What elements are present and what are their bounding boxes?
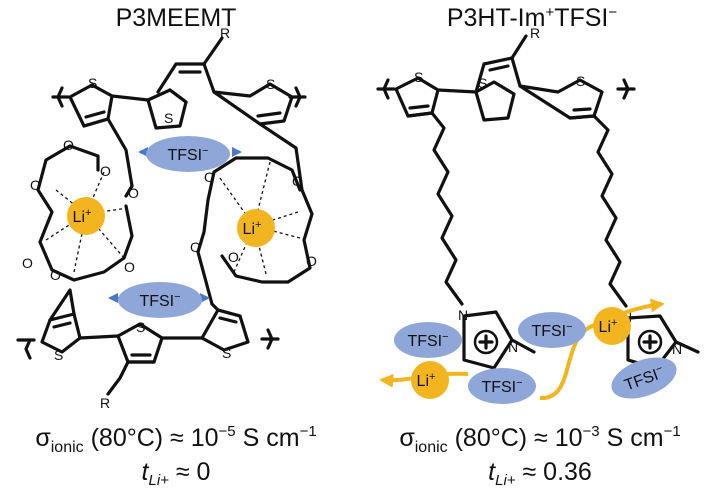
right-tfsi-2: TFSI− xyxy=(518,312,586,348)
svg-text:TFSI−: TFSI− xyxy=(531,321,572,340)
right-tfsi-3: TFSI− xyxy=(468,368,536,404)
right-imidazolium-2 xyxy=(626,314,700,370)
left-tfsi-bottom: TFSI− xyxy=(108,282,210,318)
oxygen-atom: O xyxy=(292,173,303,189)
svg-text:TFSI−: TFSI− xyxy=(139,291,180,310)
nitrogen-atom: N xyxy=(508,339,518,355)
left-transference: tLi+ ≈ 0 xyxy=(142,458,211,489)
left-conductivity: σionic (80°C) ≈ 10−5 S cm−1 xyxy=(35,423,316,456)
right-imidazolium-1 xyxy=(462,310,536,370)
oxygen-atom: O xyxy=(50,267,61,283)
left-s-atom: S xyxy=(164,110,173,126)
right-r-top: R xyxy=(530,25,540,41)
nitrogen-atom: N xyxy=(458,307,468,323)
oxygen-atom: O xyxy=(30,177,41,193)
left-s-atom: S xyxy=(54,347,63,363)
nitrogen-atom: N xyxy=(672,341,682,357)
left-s-atom: S xyxy=(266,76,275,92)
oxygen-atom: O xyxy=(190,239,201,255)
right-tfsi-4: TFSI− xyxy=(611,357,677,399)
svg-text:Li+: Li+ xyxy=(417,371,436,390)
svg-text:Li+: Li+ xyxy=(243,219,262,238)
right-s-atom: S xyxy=(576,73,585,89)
oxygen-atom: O xyxy=(100,163,111,179)
oxygen-atom: O xyxy=(204,169,215,185)
right-s-atom: S xyxy=(414,69,423,85)
left-r-top: R xyxy=(220,25,230,41)
oxygen-atom: O xyxy=(228,249,239,265)
svg-text:TFSI−: TFSI− xyxy=(407,331,448,350)
right-backbone xyxy=(376,34,636,122)
svg-text:Li+: Li+ xyxy=(73,207,92,226)
left-r-bottom: R xyxy=(100,395,110,411)
svg-text:TFSI−: TFSI− xyxy=(167,145,208,164)
oxygen-atom: O xyxy=(124,259,135,275)
left-li-ion-2: Li+ xyxy=(237,209,275,247)
right-s-atom: S xyxy=(478,75,487,91)
right-li-ion-1: Li+ xyxy=(411,361,449,399)
left-title: P3MEEMT xyxy=(116,4,237,32)
right-transference: tLi+ ≈ 0.36 xyxy=(488,458,592,489)
right-title: P3HT-Im+TFSI− xyxy=(447,4,618,32)
left-s-atom: S xyxy=(136,319,145,335)
oxygen-atom: O xyxy=(63,137,74,153)
right-tfsi-1: TFSI− xyxy=(394,322,462,358)
svg-text:TFSI−: TFSI− xyxy=(481,377,522,396)
right-li-ion-2: Li+ xyxy=(593,307,631,345)
left-ether-chain-left xyxy=(36,144,134,282)
left-ether-chain-right xyxy=(196,156,314,284)
left-s-atom: S xyxy=(222,345,231,361)
left-s-atom: S xyxy=(88,75,97,91)
li-hopping-path-2 xyxy=(539,298,665,401)
left-top-backbone xyxy=(51,36,307,192)
left-tfsi-top: TFSI− xyxy=(138,136,242,172)
left-li-ion-1: Li+ xyxy=(67,197,105,235)
oxygen-atom: O xyxy=(128,185,139,201)
right-hexyl-chain-2 xyxy=(592,114,628,308)
oxygen-atom: O xyxy=(306,253,317,269)
oxygen-atom: O xyxy=(22,255,33,271)
right-hexyl-chain-1 xyxy=(430,111,464,306)
svg-text:Li+: Li+ xyxy=(599,317,618,336)
right-conductivity: σionic (80°C) ≈ 10−3 S cm−1 xyxy=(399,423,680,456)
